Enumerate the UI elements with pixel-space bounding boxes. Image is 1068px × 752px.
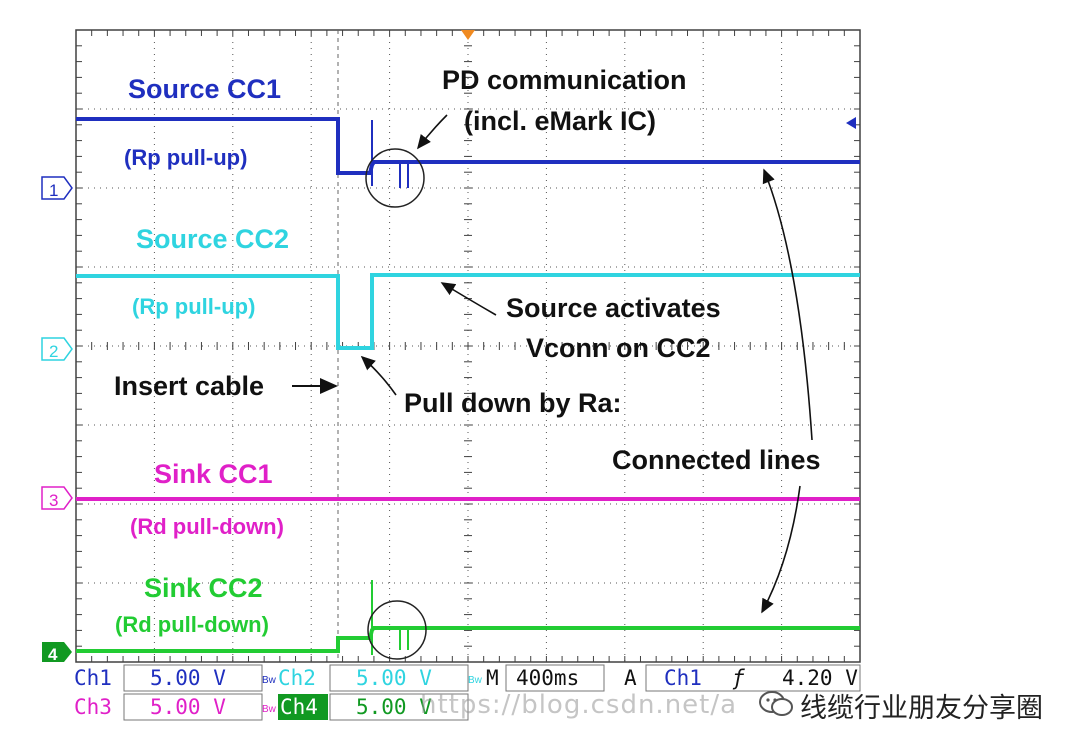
arrow-pull-down	[360, 355, 397, 396]
watermark-url: https://blog.csdn.net/a	[420, 690, 738, 720]
ch3-marker-label: 3	[49, 491, 58, 510]
status-trigger-level: 4.20 V	[782, 666, 858, 690]
trace-source-cc2	[76, 273, 860, 350]
status-ch4-scale: 5.00 V	[356, 695, 432, 719]
label-source-cc1-sub: (Rp pull-up)	[124, 145, 247, 170]
status-ch2-label: Ch2	[278, 666, 316, 690]
status-timebase-prefix: M	[486, 666, 499, 690]
trace-source-cc1	[76, 117, 860, 175]
annotation-connected-lines: Connected lines	[612, 445, 821, 475]
annotation-vconn-line1: Source activates	[506, 293, 721, 323]
status-ch3-label: Ch3	[74, 695, 112, 719]
label-source-cc2: Source CC2	[136, 224, 289, 254]
wechat-account-name: 线缆行业朋友分享圈	[800, 693, 1043, 724]
status-trigger-slope: ƒ	[732, 666, 745, 690]
label-source-cc1: Source CC1	[128, 74, 281, 104]
ch1-marker-label: 1	[49, 181, 58, 200]
arrow-vconn	[440, 282, 497, 316]
status-ch4-label: Ch4	[280, 695, 318, 719]
status-ch1-label: Ch1	[74, 666, 112, 690]
ch1-ground-marker: 1	[41, 176, 73, 200]
status-ch2-scale: 5.00 V	[356, 666, 432, 690]
status-ch3-bw: Bw	[262, 704, 277, 715]
status-bar: Ch1 5.00 V Bw Ch2 5.00 V Bw M 400ms A Ch…	[74, 664, 861, 721]
label-source-cc2-sub: (Rp pull-up)	[132, 294, 255, 319]
annotation-insert-cable: Insert cable	[114, 371, 264, 401]
label-sink-cc2: Sink CC2	[144, 573, 263, 603]
status-ch1-bw: Bw	[262, 675, 277, 686]
annotation-pd-comm-line2: (incl. eMark IC)	[464, 106, 656, 136]
annotation-vconn-line2: Vconn on CC2	[526, 333, 711, 363]
trigger-level-marker	[846, 117, 856, 129]
label-sink-cc1: Sink CC1	[154, 459, 273, 489]
trigger-position-marker	[461, 30, 475, 40]
ch4-marker-label: 4	[48, 645, 58, 664]
arrow-pd-comm	[417, 114, 448, 150]
pd-comm-circle-top	[365, 148, 425, 208]
ch3-ground-marker: 3	[41, 486, 73, 510]
pd-comm-circle-bottom	[367, 600, 427, 660]
ch4-ground-marker: 4	[42, 642, 72, 664]
ch2-marker-label: 2	[49, 342, 58, 361]
status-trigger-mode: A	[624, 666, 637, 690]
arrow-connected-bottom	[761, 485, 801, 614]
arrow-connected-top	[762, 168, 813, 441]
annotation-pull-down: Pull down by Ra:	[404, 388, 622, 418]
ch2-ground-marker: 2	[41, 337, 73, 361]
annotation-pd-comm-line1: PD communication	[442, 65, 687, 95]
status-trigger-source: Ch1	[664, 666, 702, 690]
wechat-icon	[759, 691, 793, 716]
status-ch1-scale: 5.00 V	[150, 666, 226, 690]
status-ch2-bw: Bw	[468, 675, 483, 686]
label-sink-cc2-sub: (Rd pull-down)	[115, 612, 269, 637]
status-timebase: 400ms	[516, 666, 579, 690]
status-ch3-scale: 5.00 V	[150, 695, 226, 719]
label-sink-cc1-sub: (Rd pull-down)	[130, 514, 284, 539]
